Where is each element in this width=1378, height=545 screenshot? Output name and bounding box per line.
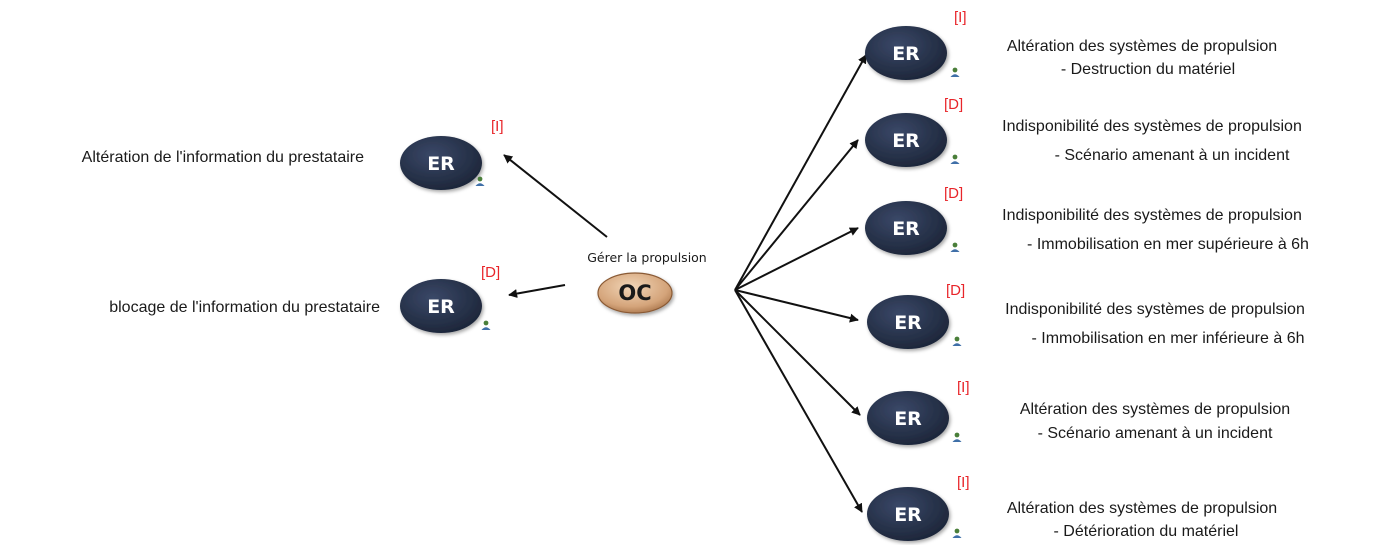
left-node-1[interactable]: ER [I] Altération de l'information du pr… [82,118,504,190]
right-node-1[interactable]: ER [I] Altération des systèmes de propul… [865,9,1277,80]
edge-to-right-node-2 [734,139,859,291]
edge-to-right-node-4 [734,289,859,323]
node-label-line1: Indisponibilité des systèmes de propulsi… [1002,207,1302,224]
user-icon [481,320,491,330]
er-badge [400,136,482,190]
edge-to-right-node-6 [734,289,863,513]
node-label-line2: - Scénario amenant à un incident [1055,147,1290,164]
oc-badge-label: OC [618,281,651,305]
node-label: blocage de l'information du prestataire [109,299,380,316]
node-tag: [I] [957,474,970,491]
node-label-line2: - Scénario amenant à un incident [1038,425,1273,442]
center-node-title: Gérer la propulsion [587,250,706,265]
node-label-line2: - Immobilisation en mer inférieure à 6h [1031,330,1304,347]
edge-to-right-node-5 [734,289,861,416]
left-node-2[interactable]: ER [D] blocage de l'information du prest… [109,264,500,333]
er-badge-label: ER [892,43,920,65]
user-icon [952,336,962,346]
er-badge [865,113,947,167]
edge-to-right-node-1 [734,54,867,291]
er-badge [867,295,949,349]
er-badge [867,487,949,541]
er-badge [867,391,949,445]
user-icon [952,528,962,538]
oc-badge [597,272,673,314]
user-icon [950,242,960,252]
er-badge-label: ER [427,296,455,318]
edges [503,54,867,513]
er-badge-label: ER [894,504,922,526]
node-tag: [D] [944,96,963,113]
node-tag: [I] [954,9,967,26]
edge-to-right-node-3 [734,227,859,291]
er-badge [400,279,482,333]
node-label: Altération de l'information du prestatai… [82,149,364,166]
right-node-2[interactable]: ER [D] Indisponibilité des systèmes de p… [865,96,1302,167]
right-node-4[interactable]: ER [D] Indisponibilité des systèmes de p… [867,282,1305,349]
node-label-line2: - Destruction du matériel [1061,61,1235,78]
node-tag: [D] [481,264,500,281]
node-label-line1: Altération des systèmes de propulsion [1007,500,1277,517]
right-node-5[interactable]: ER [I] Altération des systèmes de propul… [867,379,1290,445]
edge-to-left-node-2 [508,284,566,299]
node-tag: [I] [957,379,970,396]
node-tag: [I] [491,118,504,135]
node-label-line1: Indisponibilité des systèmes de propulsi… [1005,301,1305,318]
er-badge-label: ER [894,312,922,334]
user-icon [950,154,960,164]
er-badge-label: ER [894,408,922,430]
er-badge [865,201,947,255]
er-badge-label: ER [892,130,920,152]
user-icon [475,176,485,186]
right-node-3[interactable]: ER [D] Indisponibilité des systèmes de p… [865,185,1309,255]
user-icon [952,432,962,442]
node-label-line1: Indisponibilité des systèmes de propulsi… [1002,118,1302,135]
node-tag: [D] [944,185,963,202]
er-badge [865,26,947,80]
right-node-6[interactable]: ER [I] Altération des systèmes de propul… [867,474,1277,541]
node-tag: [D] [946,282,965,299]
center-node[interactable]: Gérer la propulsion OC [587,250,707,314]
node-label-line2: - Immobilisation en mer supérieure à 6h [1027,236,1309,253]
node-label-line1: Altération des systèmes de propulsion [1007,38,1277,55]
user-icon [950,67,960,77]
edge-to-left-node-1 [503,154,608,238]
er-badge-label: ER [427,153,455,175]
node-label-line2: - Détérioration du matériel [1054,523,1239,540]
er-badge-label: ER [892,218,920,240]
node-label-line1: Altération des systèmes de propulsion [1020,401,1290,418]
